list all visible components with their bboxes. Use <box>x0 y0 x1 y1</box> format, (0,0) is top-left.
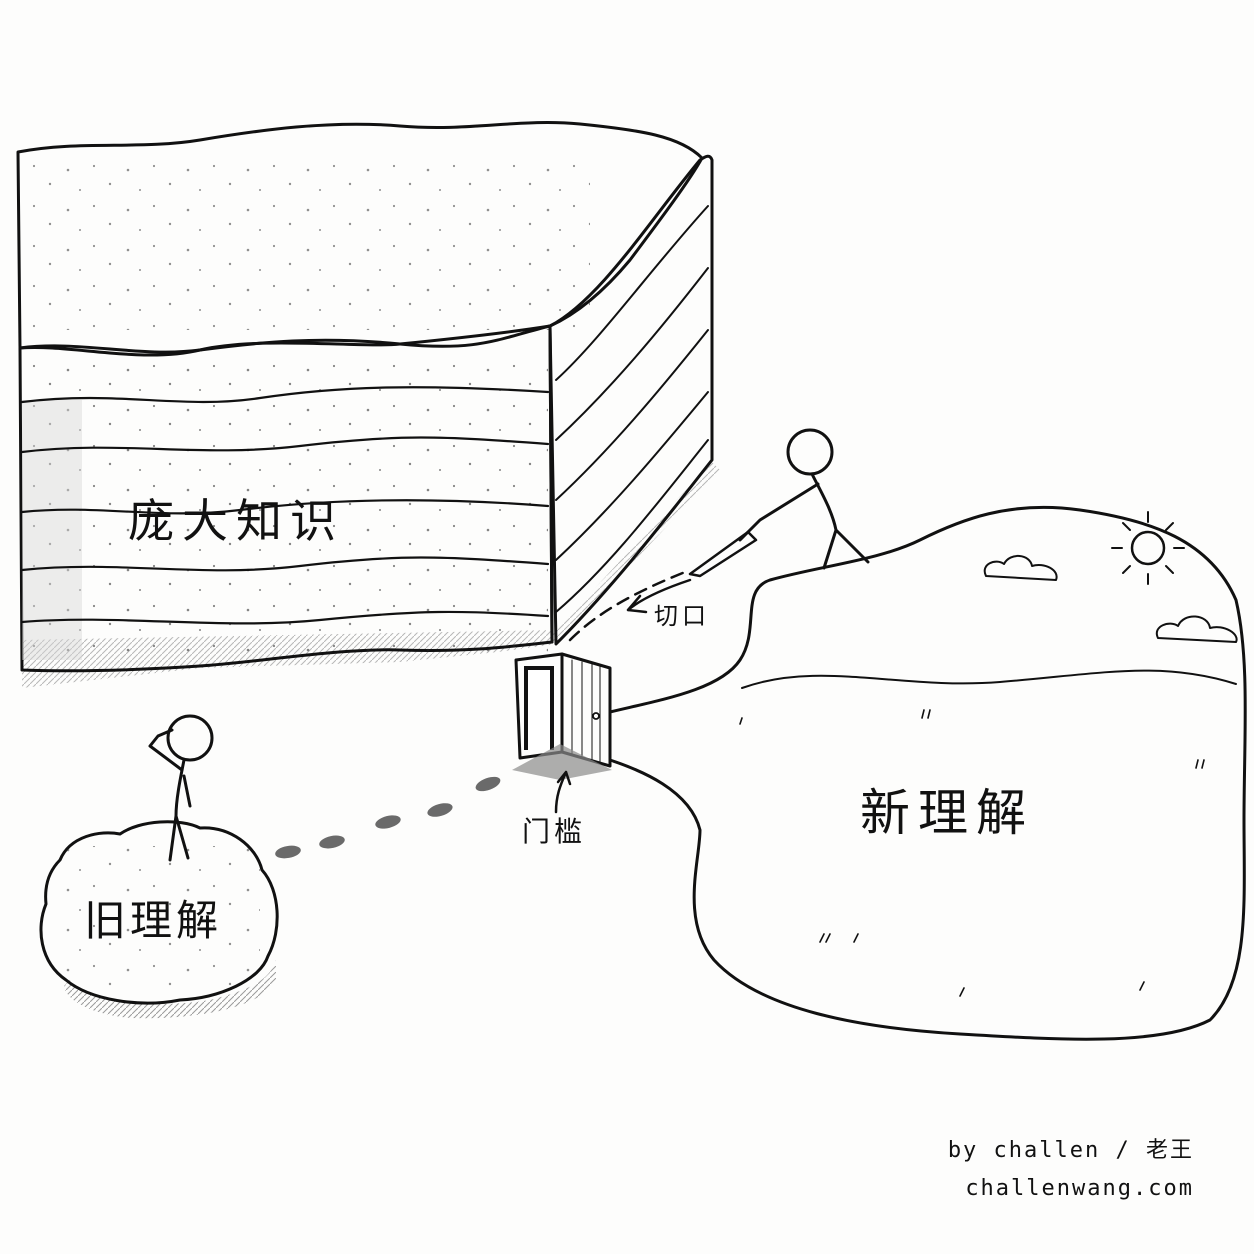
block-top-face <box>16 121 704 357</box>
door <box>512 652 612 780</box>
block-side-face <box>548 154 714 646</box>
body-knife-person <box>810 472 870 570</box>
head-looking-person <box>166 714 214 762</box>
label-cut: 切口 <box>654 602 710 630</box>
layer-line <box>20 386 550 404</box>
sun-icon <box>1130 530 1166 566</box>
body-looking-person <box>168 758 190 862</box>
label-new-understanding: 新理解 <box>860 784 1034 842</box>
sun-rays <box>1111 511 1185 585</box>
new-understanding-island <box>608 505 1247 1041</box>
layer-line <box>20 610 550 625</box>
door-knob-icon <box>592 712 600 720</box>
layer-line <box>20 499 550 515</box>
door-grain <box>571 659 601 763</box>
credit-site: challenwang.com <box>965 1176 1194 1201</box>
block-front-shade <box>22 400 82 660</box>
cloud-icon <box>983 555 1058 581</box>
door-opening <box>528 670 550 750</box>
side-layer-line <box>555 391 709 561</box>
block-top-speckle <box>30 160 590 330</box>
cut-arrow <box>626 578 692 614</box>
label-threshold: 门槛 <box>522 815 587 848</box>
knowledge-block <box>16 121 720 688</box>
side-layer-line <box>555 329 709 501</box>
cloud-icon <box>1155 615 1238 643</box>
grass-mark <box>739 709 1205 997</box>
person-looking <box>148 714 214 862</box>
label-old-understanding: 旧理解 <box>84 896 223 945</box>
label-knowledge: 庞大知识 <box>128 494 344 548</box>
cut-line <box>568 568 692 642</box>
old-island-speckle <box>60 846 260 986</box>
head-knife-person <box>786 428 834 476</box>
old-island-outline <box>39 820 279 1005</box>
horizon-line <box>741 669 1237 689</box>
old-understanding-island <box>39 820 279 1019</box>
layer-line <box>20 436 550 454</box>
person-with-knife <box>688 428 870 578</box>
knife-icon <box>688 530 758 578</box>
footsteps-path <box>275 776 501 859</box>
block-edge <box>548 324 554 644</box>
side-layer-line <box>555 205 709 381</box>
door-shadow <box>512 744 612 780</box>
arm-knife-person <box>738 482 820 542</box>
door-panel <box>560 652 612 768</box>
new-island-outline <box>608 505 1247 1041</box>
side-layer-line <box>555 267 709 441</box>
old-island-shadow <box>64 960 276 1019</box>
threshold-arrow <box>554 770 572 814</box>
layer-line <box>20 556 550 572</box>
arm-looking-person <box>148 728 184 772</box>
side-layer-line <box>555 439 709 613</box>
credit-author: by challen / 老王 <box>947 1138 1194 1163</box>
arm-looking-person-2 <box>182 774 192 808</box>
